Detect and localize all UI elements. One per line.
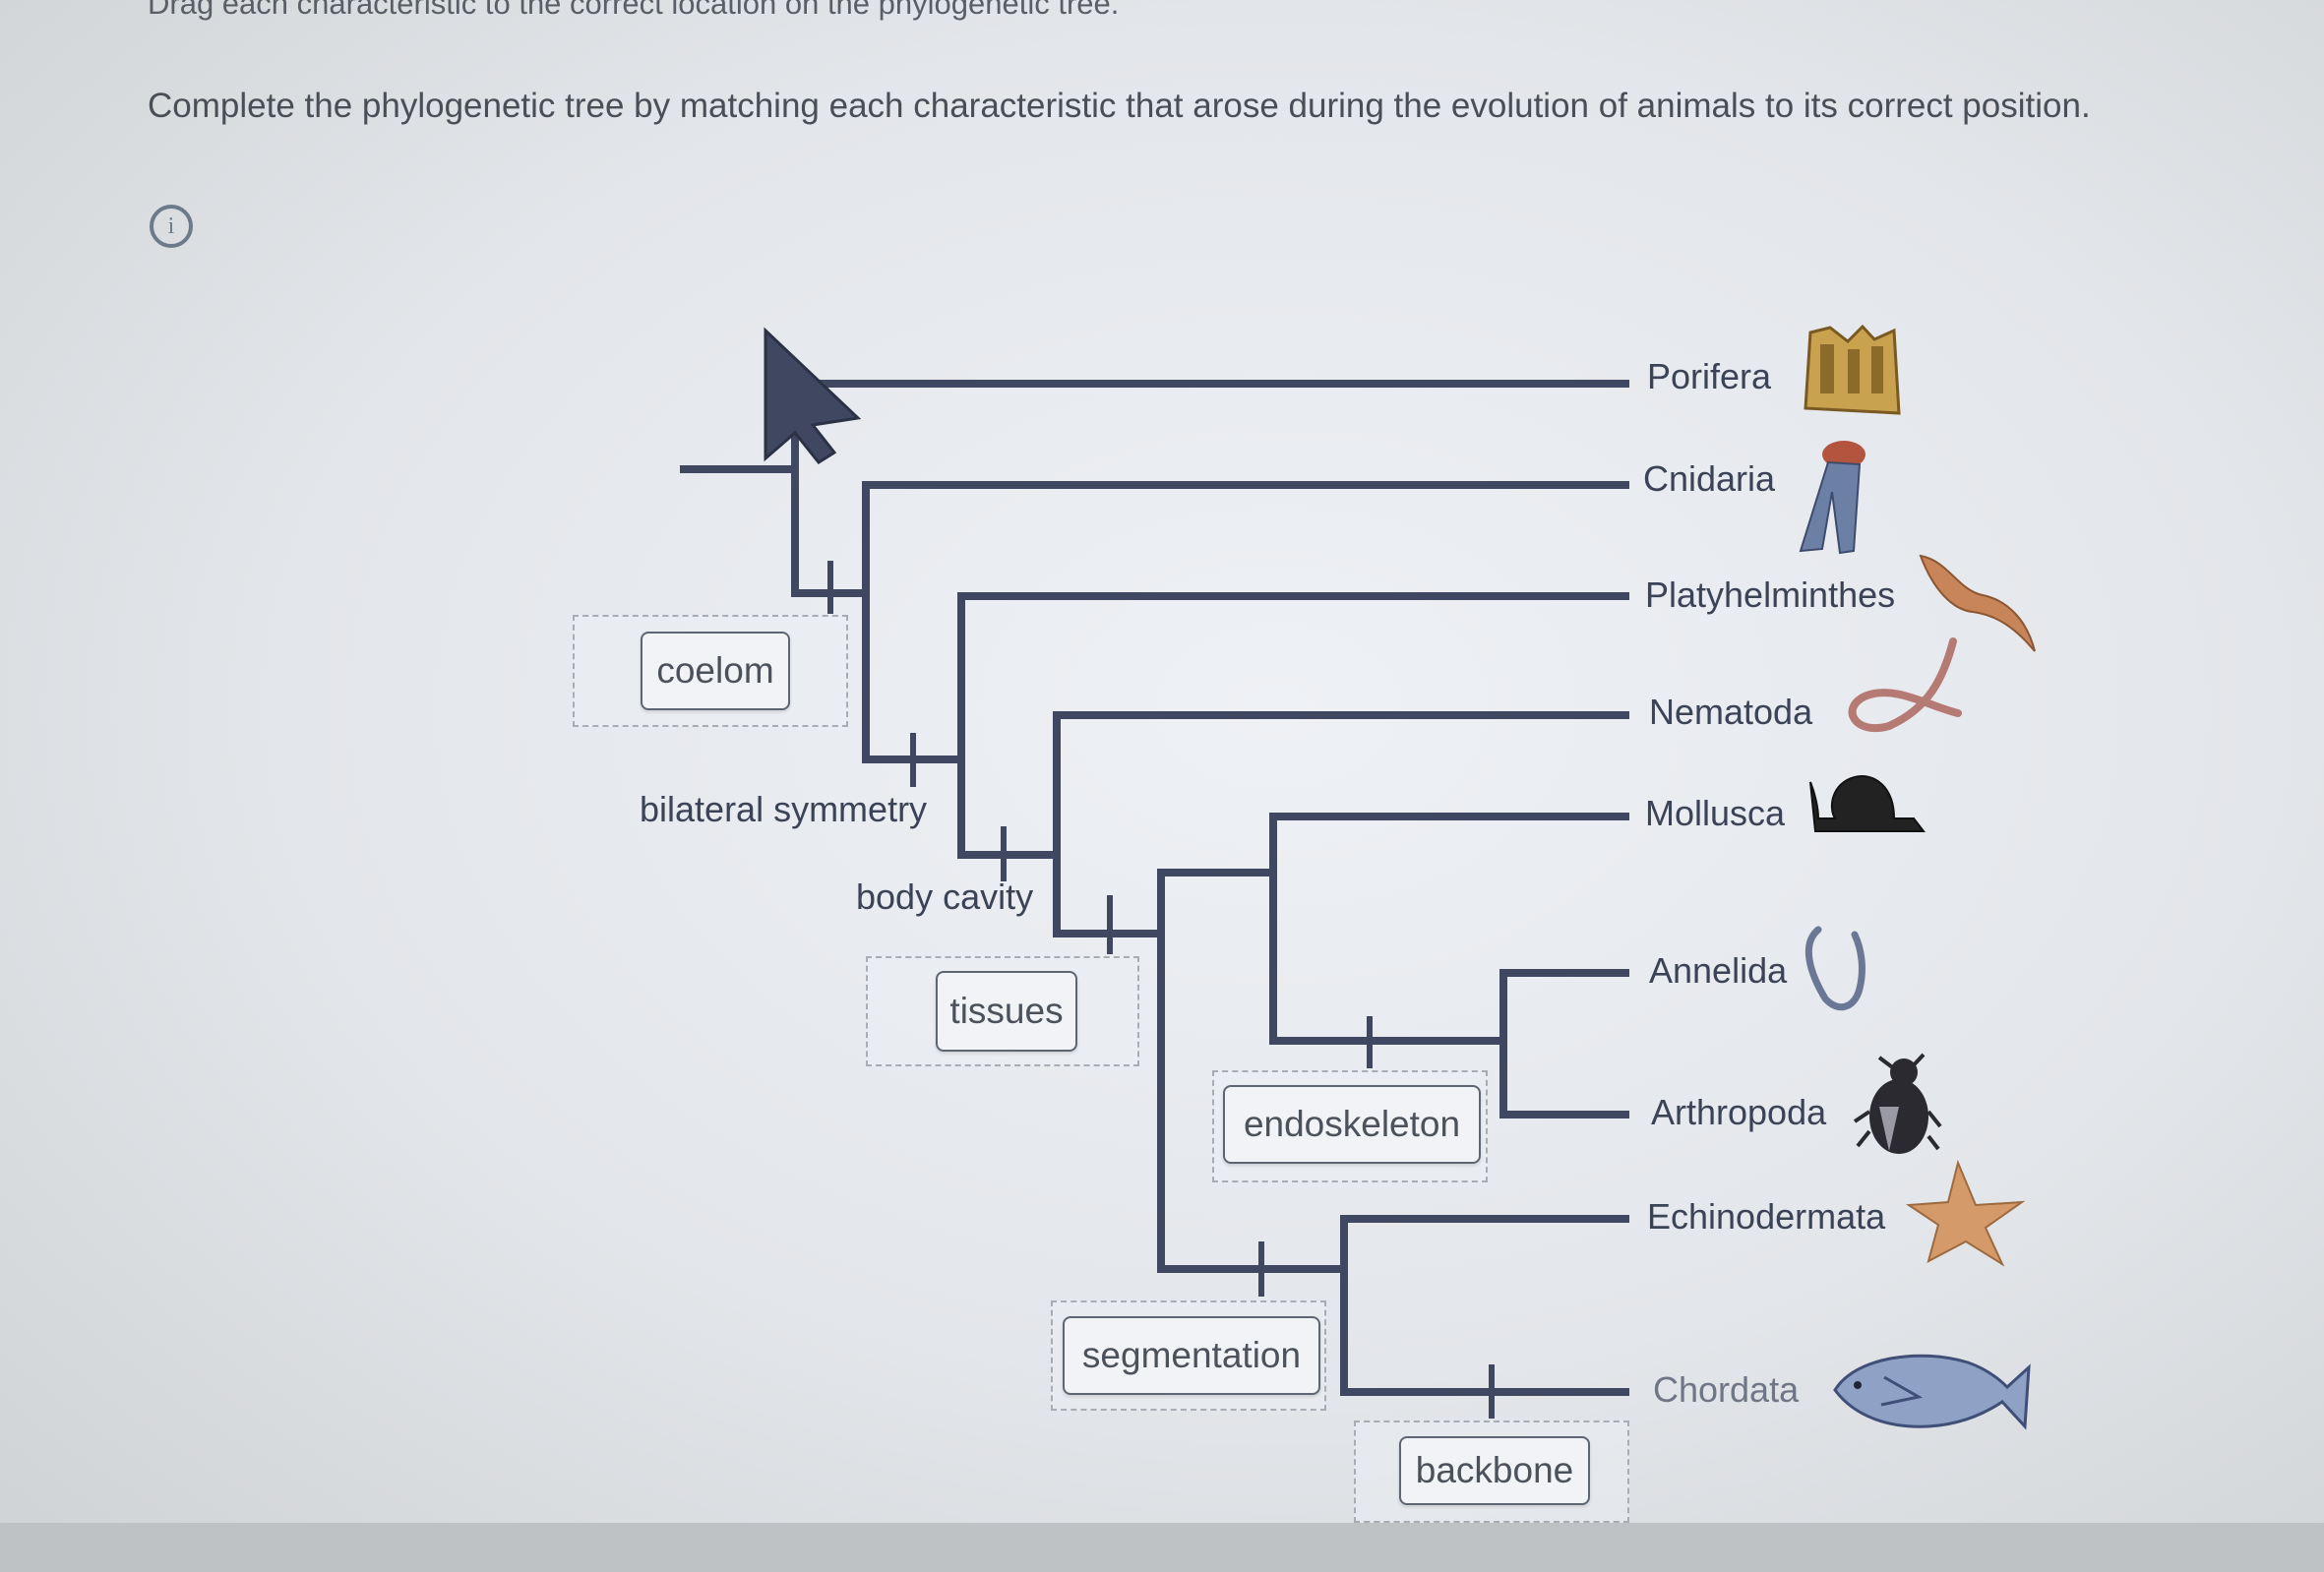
- roundworm-icon: [1848, 637, 1962, 732]
- earthworm-icon: [1804, 926, 1865, 1011]
- question-text: Complete the phylogenetic tree by matchi…: [148, 87, 2091, 125]
- taxon-cnidaria: Cnidaria: [1643, 458, 1776, 499]
- taxon-annelida: Annelida: [1649, 950, 1788, 991]
- snail-icon: [1809, 775, 1926, 832]
- taxon-mollusca: Mollusca: [1645, 793, 1786, 833]
- sponge-icon: [1804, 324, 1901, 415]
- taxon-chordata: Chordata: [1653, 1369, 1800, 1410]
- taxon-nematoda: Nematoda: [1649, 692, 1813, 732]
- flatworm-icon: [1919, 554, 2036, 652]
- beetle-icon: [1853, 1053, 1942, 1154]
- label-body-cavity: body cavity: [856, 877, 1034, 917]
- taxon-porifera: Porifera: [1647, 356, 1772, 396]
- taxon-platyhelminthes: Platyhelminthes: [1645, 574, 1896, 615]
- jellyfish-icon: [1799, 441, 1865, 555]
- chip-backbone[interactable]: backbone: [1399, 1436, 1590, 1505]
- taxon-arthropoda: Arthropoda: [1651, 1092, 1827, 1132]
- chip-coelom[interactable]: coelom: [641, 632, 790, 710]
- label-bilateral-symmetry: bilateral symmetry: [640, 789, 928, 829]
- taxon-echinodermata: Echinodermata: [1647, 1196, 1886, 1237]
- drag-instruction: Drag each characteristic to the correct …: [148, 0, 1120, 21]
- info-glyph: i: [167, 212, 175, 239]
- chip-endoskeleton[interactable]: endoskeleton: [1223, 1085, 1481, 1164]
- fish-icon: [1833, 1354, 2031, 1430]
- bottom-bar: [0, 1523, 2324, 1572]
- info-icon[interactable]: i: [150, 205, 193, 248]
- chip-segmentation[interactable]: segmentation: [1063, 1316, 1320, 1395]
- chip-tissues[interactable]: tissues: [936, 971, 1077, 1052]
- starfish-icon: [1906, 1159, 2026, 1267]
